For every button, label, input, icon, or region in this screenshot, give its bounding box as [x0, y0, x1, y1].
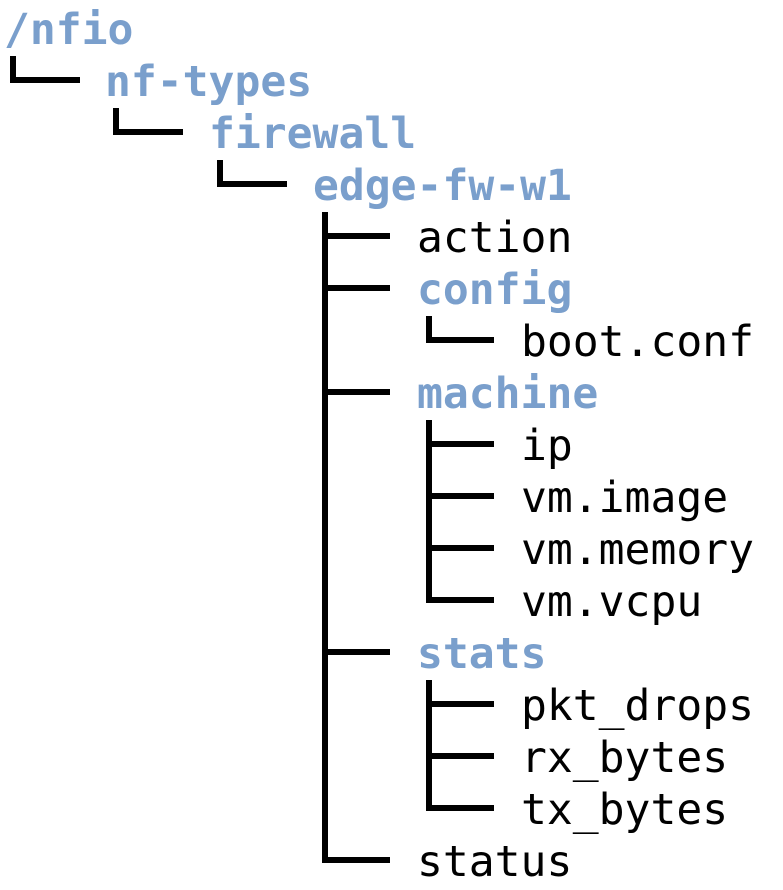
tree-connector — [426, 441, 494, 447]
tree-connector — [217, 181, 287, 187]
tree-node-ip[interactable]: ip — [521, 421, 573, 471]
tree-node-nf-types[interactable]: nf-types — [105, 57, 313, 107]
tree-node-machine[interactable]: machine — [417, 369, 599, 419]
tree-node-pkt-drops[interactable]: pkt_drops — [521, 681, 754, 731]
tree-connector — [10, 56, 16, 83]
tree-node-stats[interactable]: stats — [417, 629, 547, 679]
tree-connector — [426, 805, 494, 811]
tree-connector — [426, 493, 494, 499]
tree-node-status[interactable]: status — [417, 837, 573, 887]
tree-connector — [426, 753, 494, 759]
tree-node-edge-fw-w1[interactable]: edge-fw-w1 — [313, 161, 572, 211]
tree-node-boot-conf[interactable]: boot.conf — [521, 317, 754, 367]
tree-connector — [426, 337, 494, 343]
tree-connector — [322, 389, 390, 395]
tree-connector — [426, 701, 494, 707]
tree-connector — [217, 160, 223, 187]
tree-node-vm-vcpu[interactable]: vm.vcpu — [521, 577, 703, 627]
tree-connector — [426, 420, 432, 603]
tree-node-vm-image[interactable]: vm.image — [521, 473, 729, 523]
tree-connector — [322, 233, 390, 239]
tree-node-action[interactable]: action — [417, 213, 573, 263]
tree-connector — [322, 649, 390, 655]
tree-connector — [426, 680, 432, 811]
tree-connector — [426, 597, 494, 603]
tree-node-firewall[interactable]: firewall — [209, 109, 417, 159]
tree-node-nfio[interactable]: /nfio — [4, 5, 134, 55]
tree-connector — [113, 129, 183, 135]
tree-connector — [426, 316, 432, 343]
tree-node-rx-bytes[interactable]: rx_bytes — [521, 733, 729, 783]
tree-connector — [322, 285, 390, 291]
tree-node-config[interactable]: config — [417, 265, 573, 315]
tree-node-tx-bytes[interactable]: tx_bytes — [521, 785, 729, 835]
tree-node-vm-memory[interactable]: vm.memory — [521, 525, 754, 575]
tree-connector — [322, 857, 390, 863]
tree-connector — [10, 77, 80, 83]
tree-connector — [322, 212, 328, 863]
tree-connector — [426, 545, 494, 551]
tree-connector — [113, 108, 119, 135]
